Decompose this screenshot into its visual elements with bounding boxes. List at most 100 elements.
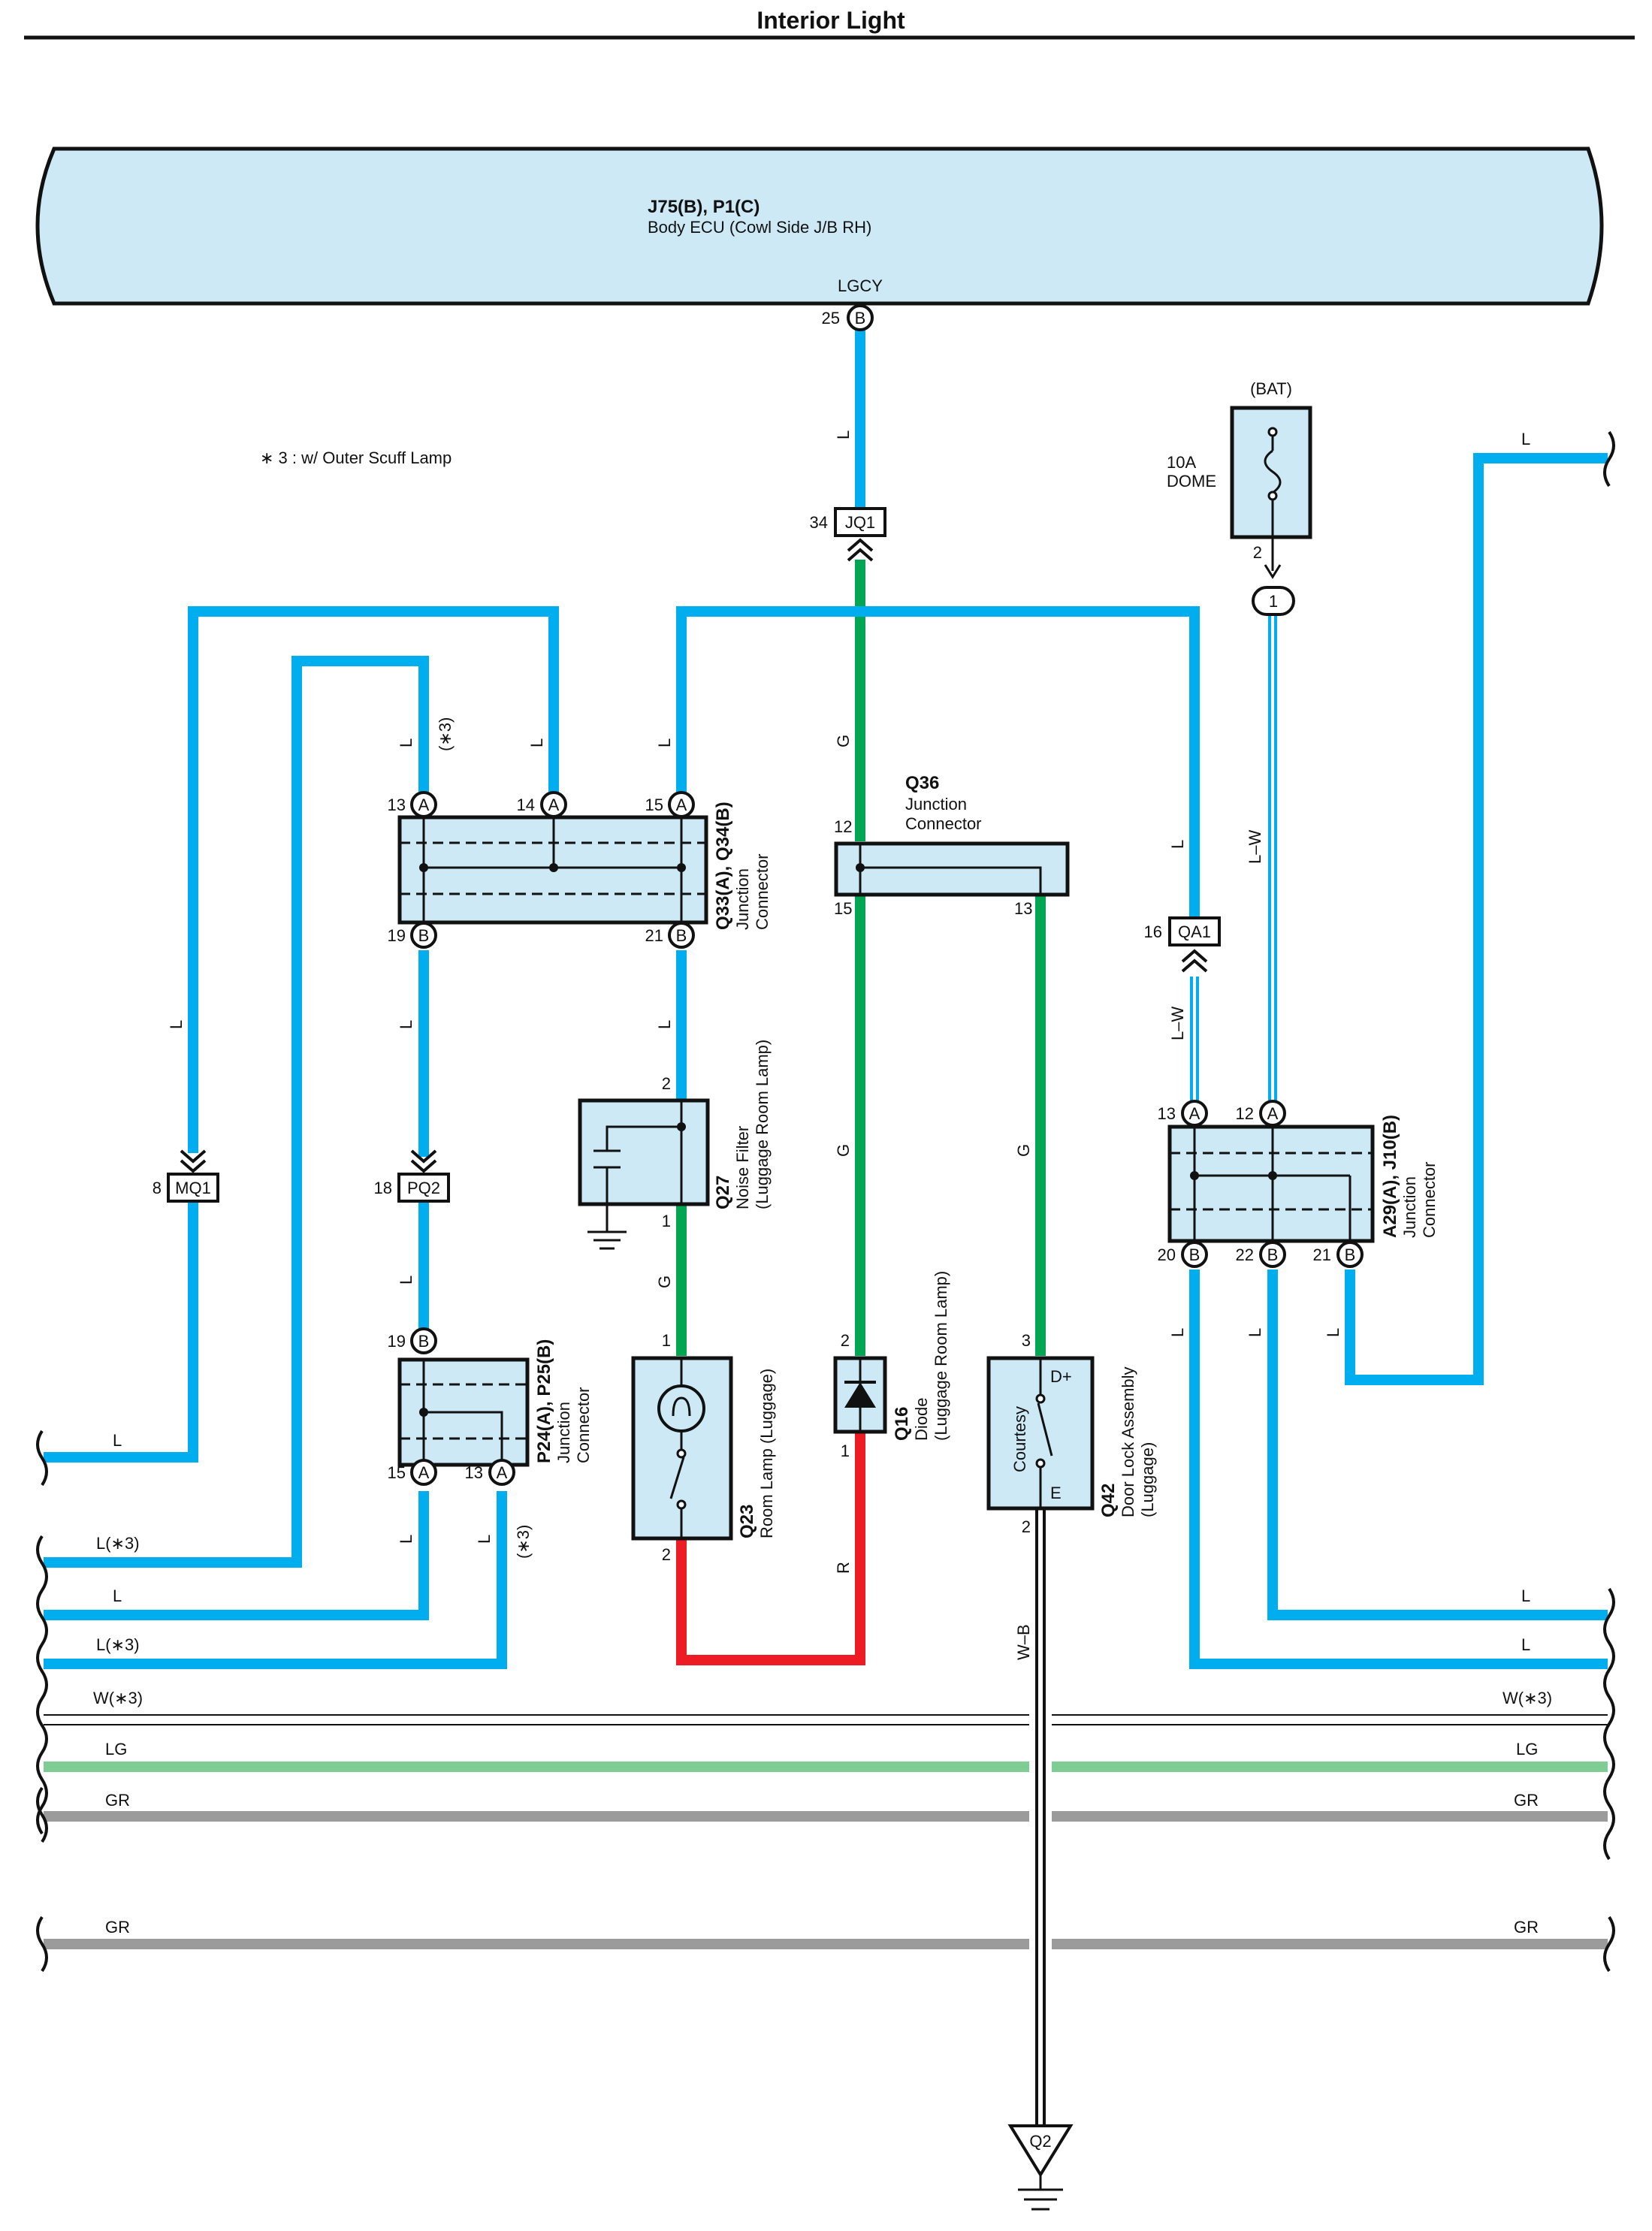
jq1-connector [834,507,886,562]
q16-line1: Diode [912,1398,931,1441]
wl-right-lg: LG [1516,1740,1538,1759]
fuse-pin: 2 [1253,543,1262,562]
wl-left-loop-l: L [167,1020,186,1029]
wl-q33-13-s3: (∗3) [436,717,455,751]
q27-line1: Noise Filter [733,1126,752,1209]
wl-qa1-l: L [1168,840,1187,849]
q42-pin-2-num: 2 [1022,1517,1031,1536]
wire-l-a29-20-right [1189,1269,1608,1669]
page-title: Interior Light [757,7,905,34]
a29-pin-b-21: B [1345,1245,1356,1264]
q33-junction-connector [397,815,708,925]
wl-left-gr: GR [105,1791,130,1810]
a29-label-group: A29(A), J10(B) Junction Connector [1380,1115,1439,1238]
q36-label-group: Q36 Junction Connector [905,773,982,833]
a29-pin-20-num: 20 [1158,1245,1176,1264]
wl-left-l-2: L [113,1586,122,1605]
wl-q33-14-l: L [527,738,546,747]
q42-line1: Door Lock Assembly [1119,1366,1137,1517]
q36-pin-15-num: 15 [834,899,852,918]
wl-right-l-1: L [1521,1586,1530,1605]
a29-pin-b-22: B [1267,1245,1279,1264]
ecu-pin-letter: B [855,309,866,328]
q2-label: Q2 [1029,2132,1051,2151]
q33-pin-14-num: 14 [517,795,535,814]
a29-pin-a-13: A [1189,1104,1200,1123]
q23-room-lamp [631,1356,733,1541]
fuse-name: DOME [1167,472,1216,491]
q27-label-group: Q27 Noise Filter (Luggage Room Lamp) [713,1040,772,1209]
q27-code: Q27 [713,1176,733,1209]
p24-pin-b-19: B [418,1332,430,1351]
q33-pin-19-num: 19 [388,926,406,945]
q42-door-lock-assembly [986,1356,1095,1511]
fuse-rating: 10A [1167,453,1196,472]
q33-label-group: Q33(A), Q34(B) Junction Connector [713,802,772,930]
jq1-label: JQ1 [845,513,875,532]
a29-pin-13-num: 13 [1158,1104,1176,1123]
wl-right-l-2: L [1521,1635,1530,1654]
wl-fuse-lw: L–W [1246,830,1264,864]
wire-l-mq1-left [44,1202,198,1463]
a29-line2: Connector [1420,1161,1439,1238]
q33-code: Q33(A), Q34(B) [713,802,733,930]
q42-label-group: Q42 Door Lock Assembly (Luggage) [1098,1366,1157,1517]
wl-right-gr: GR [1514,1791,1539,1810]
wl-q16-r: R [834,1562,853,1574]
q42-line2: (Luggage) [1138,1442,1157,1517]
q23-pin-1-num: 1 [662,1331,671,1350]
pin-circles: B 25 A A A B B B A A A A B B B [410,304,1364,1486]
wl-a29-21-l: L [1324,1328,1342,1337]
wl-p24-13-s3: (∗3) [514,1525,533,1559]
p24-label-group: P24(A), P25(B) Junction Connector [534,1339,593,1463]
a29-code: A29(A), J10(B) [1380,1115,1400,1238]
q27-pin-1-num: 1 [662,1212,671,1230]
q36-line2: Connector [905,814,982,833]
fuse-supply: (BAT) [1250,379,1292,398]
q42-code: Q42 [1098,1484,1119,1517]
wl-q42-wb: W–B [1014,1624,1033,1660]
wl-left-gr2: GR [105,1918,130,1937]
wire-l-a29-21-right [1345,453,1608,1385]
wire-l-q33-15-qa1 [676,606,1200,924]
p24-code: P24(A), P25(B) [534,1339,554,1463]
wl-q33-15-l: L [655,738,674,747]
pq2-label: PQ2 [407,1179,440,1197]
q33-pin-a-15: A [676,795,687,814]
wl-p24-15-l: L [397,1535,415,1544]
a29-pin-21-num: 21 [1313,1245,1331,1264]
wl-qa1-lw: L–W [1168,1007,1187,1040]
fuse-10a-dome [1230,406,1312,579]
ecu-code: J75(B), P1(C) [648,197,760,217]
wire-r-q23-q16 [676,1431,865,1665]
ecu-pin-number: 25 [822,309,840,328]
q16-diode [833,1356,887,1434]
q42-e: E [1050,1484,1062,1502]
jq1-pin: 34 [810,513,828,532]
wire-l-p24-13-left [44,1491,507,1669]
q23-pin-2-num: 2 [662,1545,671,1564]
mq1-pin: 8 [153,1179,162,1197]
wl-q33-13-l: L [397,738,415,747]
q33-pin-15-num: 15 [645,795,663,814]
p24-pin-19-num: 19 [388,1332,406,1351]
p24-junction-connector [397,1357,530,1467]
q36-code: Q36 [905,773,939,793]
qa1-label: QA1 [1178,922,1211,941]
wl-q36-g-mid: G [834,1144,853,1157]
wl-right-w3: W(∗3) [1503,1689,1552,1707]
ecu-name: Body ECU (Cowl Side J/B RH) [648,218,871,237]
wl-left-l-1: L [113,1431,122,1450]
mq1-connector [167,1149,219,1203]
wire-l-q33-14-mq1 [188,606,559,1153]
wl-ecu-l: L [834,430,853,439]
ecu-terminal-label: LGCY [838,276,883,295]
ecu-panel [35,146,1604,306]
wl-left-l3-1: L(∗3) [96,1534,140,1553]
q36-junction-connector [834,841,1070,897]
a29-line1: Junction [1400,1176,1419,1238]
q36-line1: Junction [905,795,967,814]
qa1-connector [1168,916,1221,973]
wire-l-p24-15-left [44,1491,429,1620]
